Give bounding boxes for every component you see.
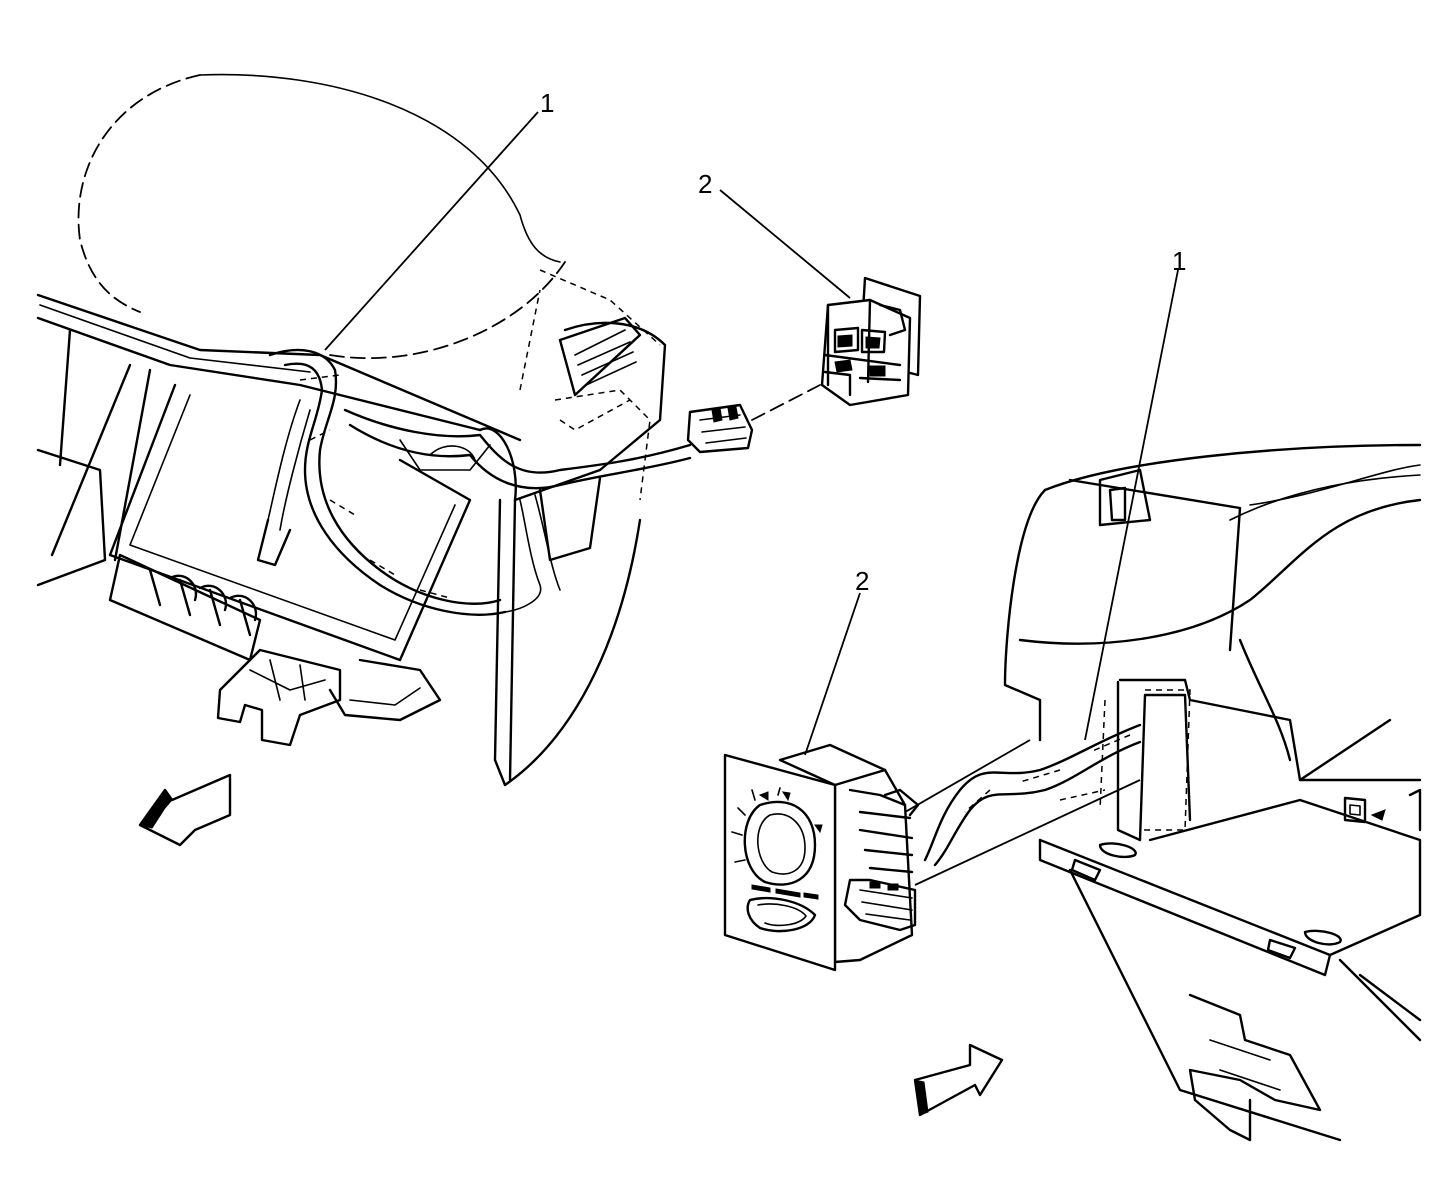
vent-housing	[558, 316, 642, 397]
dial-arc-marks	[758, 791, 823, 834]
right-dash-inner	[1068, 468, 1242, 652]
right-side-curve	[1238, 638, 1292, 762]
right-panel-arrow	[1370, 809, 1386, 821]
right-trim-plate	[1118, 678, 1422, 782]
front-arrow-left	[138, 773, 232, 847]
right-wiring-harness	[923, 723, 1142, 867]
frame-bottom-left	[36, 448, 107, 587]
dimmer-dial-inner	[757, 813, 806, 875]
vent-louvers	[574, 329, 637, 386]
lower-panel-slot-1	[1098, 842, 1137, 859]
trim-plate-edge	[1116, 680, 1192, 842]
switch-upper-connector	[883, 788, 920, 817]
lower-panel-tab	[1070, 858, 1297, 960]
callout-right-switch-label: 2	[855, 566, 869, 596]
opening-dashes	[1059, 699, 1106, 811]
right-dash-curve	[1229, 474, 1421, 521]
right-dash-top	[1043, 443, 1422, 492]
switch-lower-terminals	[869, 881, 899, 891]
panel-rail-edge	[39, 304, 311, 373]
dial-marks	[731, 787, 781, 863]
mount-opening	[1140, 689, 1191, 831]
left-wiring-harness	[256, 348, 692, 616]
left-harness-connector	[686, 403, 754, 454]
panel-top-rail	[36, 293, 522, 442]
left-instrument-panel-view	[36, 73, 922, 847]
cluster-opening-inner	[129, 394, 456, 641]
left-frame-member	[50, 328, 152, 562]
dash-left-arc	[77, 74, 201, 313]
dimmer-dial	[743, 800, 817, 886]
right-outline-edge	[1298, 718, 1422, 832]
switch-lower-connector-ribs	[859, 889, 913, 921]
callout-left-switch-label: 2	[698, 169, 712, 199]
right-dash-shell	[1003, 488, 1422, 742]
callout-left-harness-label: 1	[540, 88, 554, 118]
right-top-stroke	[1249, 464, 1421, 506]
right-panel-button-inner	[1349, 804, 1361, 816]
front-arrow-right	[913, 1043, 1004, 1117]
right-dash-bezel	[1108, 486, 1127, 522]
right-panel-button	[1343, 796, 1367, 824]
fog-lamp-rocker-inner	[757, 903, 807, 927]
connector-alignment-line	[751, 384, 821, 421]
panel-rail-inner	[36, 316, 482, 432]
lower-panel-slot-2	[1303, 929, 1342, 946]
lower-panel-surface	[1038, 798, 1422, 957]
lower-bracket	[108, 553, 442, 747]
leader-left-switch	[719, 189, 851, 299]
right-lower-panel-view	[723, 443, 1422, 1142]
switch-body-detail	[848, 788, 914, 874]
dash-curve-dashed	[329, 261, 566, 359]
callout-right-harness-label: 1	[1172, 246, 1186, 276]
cluster-opening	[108, 383, 472, 662]
lower-bracket-detail	[1209, 1039, 1281, 1091]
lower-column	[1068, 868, 1422, 1142]
switch-alignment-line-2	[914, 779, 1141, 886]
fog-lamp-rocker	[746, 896, 817, 933]
leader-left-harness	[324, 111, 539, 351]
lower-panel-front	[1038, 838, 1332, 977]
lower-bracket-right	[1188, 993, 1322, 1142]
callout-leaders	[324, 111, 1179, 756]
end-panel-upper	[478, 321, 667, 502]
end-panel-edge	[508, 498, 517, 782]
leader-right-harness	[1084, 269, 1179, 741]
face-text-marks	[751, 884, 819, 900]
right-headlamp-switch	[723, 743, 920, 972]
dash-top-outline	[199, 73, 561, 263]
end-panel	[493, 498, 642, 787]
left-headlamp-switch	[820, 276, 922, 407]
leader-right-switch	[804, 592, 861, 756]
